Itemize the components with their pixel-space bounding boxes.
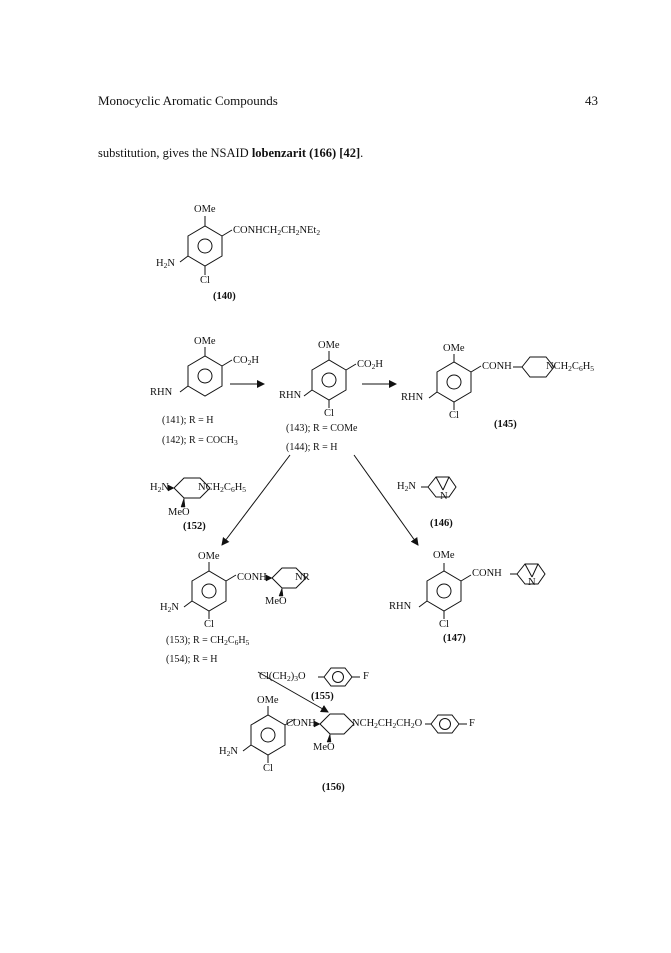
c140-cl: Cl — [200, 275, 210, 286]
c147-conh: CONH — [472, 568, 502, 579]
c143-rhn: RHN — [279, 390, 302, 401]
label-140: (140) — [213, 291, 236, 302]
structure-140 — [179, 216, 233, 275]
structure-143 — [303, 351, 357, 408]
running-header-title: Monocyclic Aromatic Compounds — [98, 93, 278, 108]
structure-153 — [183, 562, 307, 619]
c145-cl: Cl — [449, 410, 459, 421]
c143-cl: Cl — [324, 408, 334, 419]
c146-amine: H2N — [397, 481, 416, 493]
c156-ome: OMe — [257, 695, 279, 706]
structure-145 — [428, 354, 555, 410]
c140-ome: OMe — [194, 204, 216, 215]
c145-conh: CONH — [482, 361, 512, 372]
label-145: (145) — [494, 419, 517, 430]
structure-147 — [418, 563, 546, 619]
c153-ome: OMe — [198, 551, 220, 562]
label-155: (155) — [311, 691, 334, 702]
body-text-before: substitution, gives the NSAID — [98, 146, 252, 160]
c153-cl: Cl — [204, 619, 214, 630]
c141-co2h: CO2H — [233, 355, 259, 367]
c156-nchain: NCH2CH2CH2O — [352, 718, 423, 730]
arrow-144-to-147 — [353, 454, 419, 546]
label-146: (146) — [430, 518, 453, 529]
c153-nr: NR — [295, 572, 310, 583]
c147-cl: Cl — [439, 619, 449, 630]
structure-141 — [179, 347, 233, 397]
label-154: (154); R = H — [166, 654, 218, 665]
c152-amine: H2N — [150, 482, 169, 494]
c156-meo: MeO — [313, 742, 335, 753]
c156-amine: H2N — [219, 746, 238, 758]
c152-meo: MeO — [168, 507, 190, 518]
c155-chloropropoxy: Cl(CH2)3O — [259, 671, 306, 683]
label-142: (142); R = COCH3 — [162, 435, 238, 447]
body-text-emphasis: lobenzarit (166) [42] — [251, 146, 361, 160]
structure-155 — [318, 667, 360, 687]
label-144: (144); R = H — [286, 442, 338, 453]
label-152: (152) — [183, 521, 206, 532]
body-text-line: substitution, gives the NSAID lobenzarit… — [98, 146, 363, 161]
c147-n: N — [528, 577, 536, 588]
c156-f: F — [469, 718, 475, 729]
body-text-after: . — [360, 146, 364, 160]
c141-rhn: RHN — [150, 387, 173, 398]
c147-rhn: RHN — [389, 601, 412, 612]
page-number: 43 — [585, 93, 598, 108]
c141-ome: OMe — [194, 336, 216, 347]
c155-f: F — [363, 671, 369, 682]
c146-n: N — [440, 491, 448, 502]
c145-ome: OMe — [443, 343, 465, 354]
structure-156 — [242, 706, 467, 763]
label-156: (156) — [322, 782, 345, 793]
label-143: (143); R = COMe — [286, 423, 358, 434]
label-147: (147) — [443, 633, 466, 644]
arrow-144-to-153 — [221, 454, 291, 546]
c145-nbenzyl: NCH2C6H5 — [546, 361, 595, 373]
c140-amine: H2N — [156, 258, 175, 270]
label-153: (153); R = CH2C6H5 — [166, 635, 250, 647]
structure-146 — [421, 476, 457, 498]
arrow-154-to-156 — [257, 671, 329, 713]
c145-rhn: RHN — [401, 392, 424, 403]
c156-cl: Cl — [263, 763, 273, 774]
c140-amide-chain: CONHCH2CH2NEt2 — [233, 225, 321, 237]
c143-ome: OMe — [318, 340, 340, 351]
c153-meo: MeO — [265, 596, 287, 607]
c156-conh: CONH — [286, 718, 316, 729]
label-141: (141); R = H — [162, 415, 214, 426]
structure-152 — [167, 477, 211, 508]
c153-conh: CONH — [237, 572, 267, 583]
c147-ome: OMe — [433, 550, 455, 561]
c153-amine: H2N — [160, 602, 179, 614]
c152-nbenzyl: NCH2C6H5 — [198, 482, 247, 494]
c143-co2h: CO2H — [357, 359, 383, 371]
